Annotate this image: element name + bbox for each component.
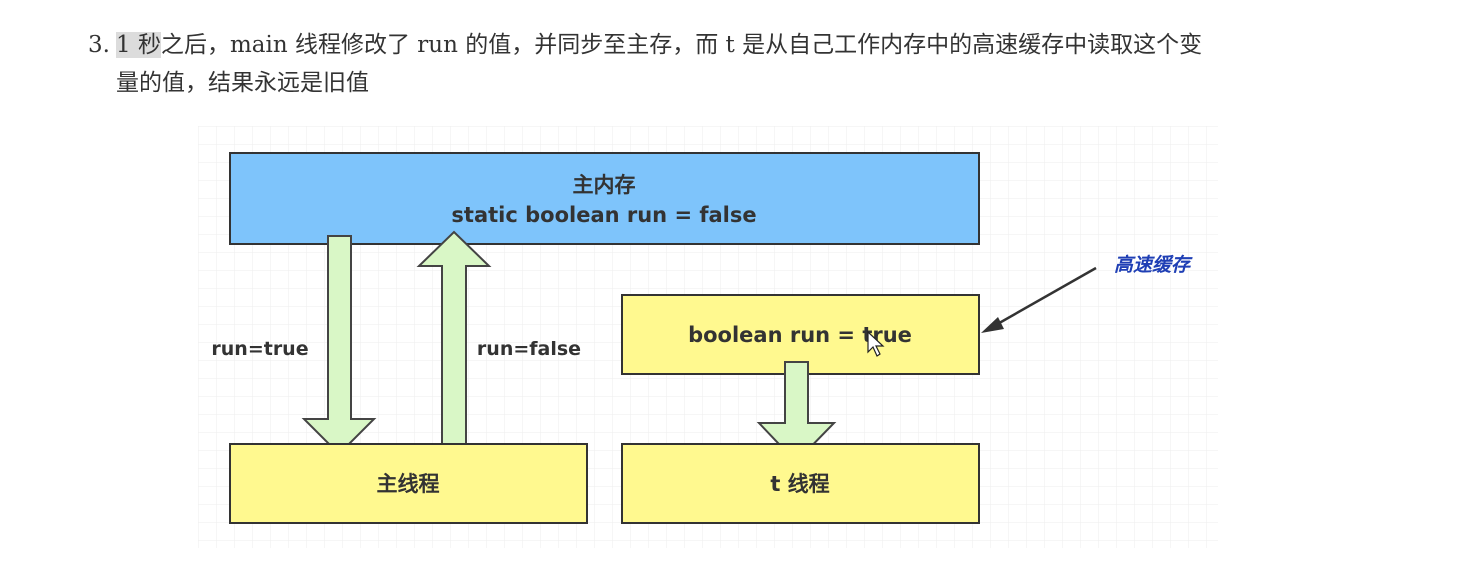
up-arrow-label: run=false	[477, 338, 581, 360]
mouse-cursor-icon	[867, 330, 885, 357]
memory-model-diagram: 主内存 static boolean run = false run=true …	[198, 126, 1218, 548]
t-thread-label: t 线程	[770, 472, 829, 496]
main-memory-code: static boolean run = false	[451, 203, 756, 227]
annotation-arrowhead	[981, 317, 1004, 333]
down-arrow	[301, 235, 377, 456]
list-item-3: 3.1 秒之后，main 线程修改了 run 的值，并同步至主存，而 t 是从自…	[88, 26, 1348, 102]
list-number: 3.	[88, 32, 110, 58]
up-arrow	[416, 230, 492, 445]
paragraph-line2: 量的值，结果永远是旧值	[116, 70, 369, 96]
main-thread-label: 主线程	[377, 472, 440, 496]
paragraph-line1: 之后，main 线程修改了 run 的值，并同步至主存，而 t 是从自己工作内存…	[160, 32, 1203, 58]
main-thread-box: 主线程	[229, 443, 588, 524]
annotation-arrow	[993, 266, 1097, 328]
highlighted-text[interactable]: 1 秒	[116, 32, 161, 58]
cache-down-arrow	[756, 361, 837, 464]
down-arrow-label: run=true	[211, 338, 308, 360]
t-thread-box: t 线程	[621, 443, 980, 524]
main-memory-title: 主内存	[573, 173, 636, 197]
cache-annotation: 高速缓存	[1114, 254, 1193, 276]
main-memory-box: 主内存 static boolean run = false	[229, 152, 980, 245]
